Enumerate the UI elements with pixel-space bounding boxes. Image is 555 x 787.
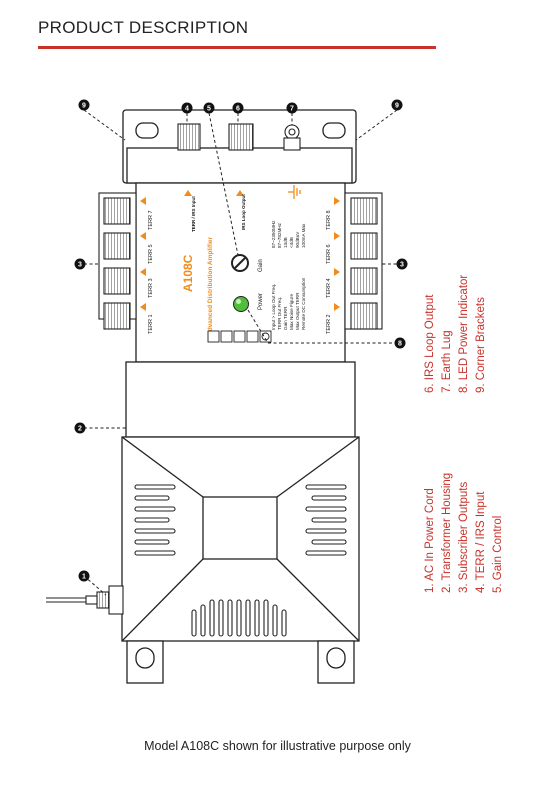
power-led [233, 296, 249, 312]
model-name: A108C [181, 254, 195, 292]
port-label-terr6: TERR 6 [326, 244, 332, 264]
top-connectors [177, 123, 301, 151]
svg-text:87~2350MHz: 87~2350MHz [271, 220, 276, 248]
legend-item-3: 3. Subscriber Outputs [458, 481, 470, 593]
power-led-highlight [236, 299, 241, 304]
legend-item-9: 9. Corner Brackets [475, 297, 487, 393]
figure-caption: Model A108C shown for illustrative purpo… [144, 739, 411, 753]
svg-text:5: 5 [207, 106, 211, 113]
housing-vents [134, 484, 347, 637]
svg-text:3: 3 [400, 262, 404, 269]
port-label-terr7: TERR 7 [148, 210, 154, 230]
port-arrows [140, 190, 340, 311]
svg-text:Input > Loop Out Freq.: Input > Loop Out Freq. [271, 284, 276, 330]
svg-text:13dB: 13dB [283, 237, 288, 248]
svg-text:87~782MHz: 87~782MHz [277, 222, 282, 248]
callout-badges: 1 2 3 3 4 5 6 7 8 9 9 [74, 99, 408, 582]
port-label-terr3: TERR 3 [148, 278, 154, 298]
svg-text:9: 9 [395, 103, 399, 110]
svg-text:90dBuV: 90dBuV [295, 231, 300, 248]
spec-names: Input > Loop Out Freq. TERR Out Freq. Ga… [271, 277, 306, 330]
right-output-connectors [344, 192, 383, 330]
svg-text:7: 7 [290, 106, 294, 113]
port-label-terr4: TERR 4 [326, 278, 332, 298]
svg-text:Gain TERR: Gain TERR [283, 306, 288, 330]
legend-item-7: 7. Earth Lug [441, 330, 453, 393]
legend-item-6: 6. IRS Loop Output [424, 294, 436, 393]
model-subtitle: Advanced Distribution Amplifier [207, 236, 214, 336]
legend-item-2: 2. Transformer Housing [441, 472, 453, 593]
port-label-terr5: TERR 5 [148, 244, 154, 264]
svg-text:6: 6 [236, 106, 240, 113]
legend-item-8: 8. LED Power Indicator [458, 274, 470, 393]
svg-text:Max Noise Figure: Max Noise Figure [289, 294, 294, 330]
svg-text:3: 3 [78, 262, 82, 269]
svg-text:TERR Out Freq.: TERR Out Freq. [277, 297, 282, 330]
certification-icons [207, 330, 272, 343]
svg-text:8: 8 [398, 341, 402, 348]
svg-text:100mA Max: 100mA Max [301, 223, 306, 248]
top-housing [122, 109, 357, 184]
gain-knob[interactable] [231, 254, 249, 272]
port-label-terr2: TERR 2 [326, 314, 332, 334]
svg-text:Remote DC Consumption: Remote DC Consumption [301, 277, 306, 330]
input-label: TERR / IRS Input [191, 196, 196, 232]
title-underline [38, 46, 436, 49]
svg-text:Max Output TERR: Max Output TERR [295, 292, 300, 330]
legend-item-4: 4. TERR / IRS Input [475, 491, 487, 593]
spec-values: 87~2350MHz 87~782MHz 13dB <4dB 90dBuV 10… [271, 220, 306, 248]
left-output-connectors [98, 192, 137, 330]
port-label-terr8: TERR 8 [326, 210, 332, 230]
port-label-terr1: TERR 1 [148, 314, 154, 334]
bottom-brackets [126, 640, 355, 684]
gain-label: Gain [258, 259, 264, 272]
page-title: PRODUCT DESCRIPTION [38, 18, 249, 37]
svg-text:4: 4 [185, 106, 189, 113]
svg-text:9: 9 [82, 103, 86, 110]
svg-text:1: 1 [82, 574, 86, 581]
power-cord [46, 585, 124, 615]
power-label: Power [258, 293, 264, 310]
legend-item-5: 5. Gain Control [492, 515, 504, 593]
loop-label: IRS Loop Output [241, 194, 246, 230]
legend-item-1: 1. AC In Power Cord [424, 488, 436, 593]
callout-leaders [83, 109, 402, 596]
earth-icon [288, 185, 301, 199]
transformer-housing [121, 361, 360, 642]
svg-text:2: 2 [78, 426, 82, 433]
svg-text:<4dB: <4dB [289, 237, 294, 248]
